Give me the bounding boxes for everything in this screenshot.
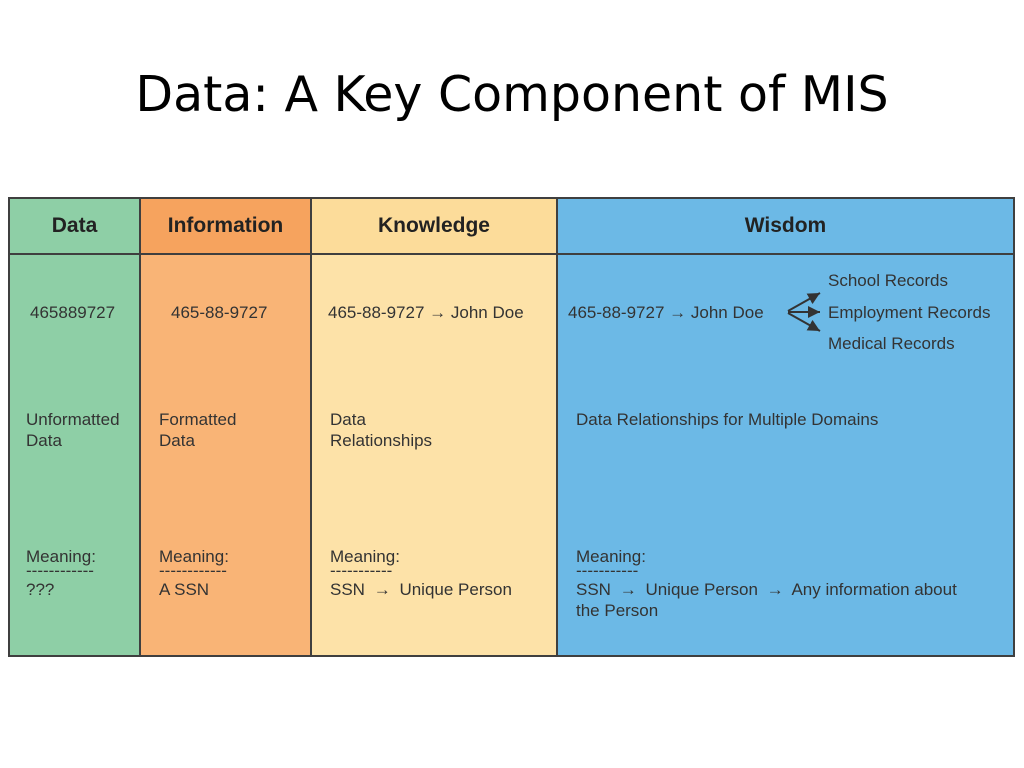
information-body: 465-88-9727 Formatted Data Meaning: ----… (141, 255, 310, 655)
data-header: Data (10, 199, 139, 255)
information-meaning: Meaning: ------------ A SSN (159, 546, 229, 600)
wisdom-example: 465-88-9727 → John Doe (568, 302, 764, 323)
knowledge-body: 465-88-9727 → John Doe Data Relationship… (312, 255, 556, 655)
branch-arrows-icon (787, 292, 821, 332)
knowledge-column: Knowledge 465-88-9727 → John Doe Data Re… (312, 199, 558, 655)
knowledge-meaning: Meaning: ----------- SSN → Unique Person (330, 546, 512, 600)
wisdom-example-ssn: 465-88-9727 (568, 303, 665, 322)
wisdom-description: Data Relationships for Multiple Domains (576, 410, 879, 429)
right-arrow-icon: → (619, 580, 637, 599)
information-meaning-rule: ------------ (159, 567, 227, 579)
data-description-line1: Unformatted (26, 410, 120, 429)
wisdom-branch-school: School Records (828, 271, 949, 290)
knowledge-example: 465-88-9727 → John Doe (328, 302, 524, 323)
wisdom-header: Wisdom (558, 199, 1013, 255)
information-meaning-value: A SSN (159, 580, 210, 599)
right-arrow-icon: → (429, 303, 447, 322)
dikw-table: Data 465889727 Unformatted Data Meaning:… (8, 197, 1015, 657)
wisdom-meaning-line2: the Person (576, 601, 659, 620)
data-example: 465889727 (30, 303, 116, 322)
wisdom-meaning-any-info: Any information about (791, 580, 957, 599)
data-meaning-rule: ------------ (26, 567, 94, 579)
knowledge-example-ssn: 465-88-9727 (328, 303, 425, 322)
knowledge-meaning-ssn: SSN (330, 580, 365, 599)
knowledge-meaning-person: Unique Person (399, 580, 512, 599)
wisdom-branch-medical: Medical Records (828, 334, 955, 353)
wisdom-meaning: Meaning: ----------- SSN → Unique Person… (576, 546, 957, 621)
wisdom-meaning-rule: ----------- (576, 567, 639, 579)
wisdom-meaning-label: Meaning: (576, 547, 646, 566)
knowledge-description-line2: Relationships (330, 431, 433, 450)
data-column: Data 465889727 Unformatted Data Meaning:… (10, 199, 141, 655)
knowledge-description-line1: Data (330, 410, 366, 429)
information-header: Information (141, 199, 310, 255)
wisdom-column: Wisdom 465-88-9727 → John Doe School Rec… (558, 199, 1013, 655)
wisdom-meaning-line1: SSN → Unique Person → Any information ab… (576, 579, 957, 600)
right-arrow-icon: → (766, 580, 784, 599)
data-description-line2: Data (26, 431, 62, 450)
data-description: Unformatted Data (26, 409, 120, 451)
knowledge-example-name: John Doe (450, 303, 524, 322)
data-meaning: Meaning: ------------ ??? (26, 546, 96, 600)
data-body: 465889727 Unformatted Data Meaning: ----… (10, 255, 139, 655)
wisdom-example-name: John Doe (690, 303, 764, 322)
information-description-line1: Formatted (159, 410, 237, 429)
wisdom-body: 465-88-9727 → John Doe School Records Em… (558, 255, 1013, 655)
information-description-line2: Data (159, 431, 195, 450)
wisdom-branch-employment: Employment Records (828, 303, 991, 322)
right-arrow-icon: → (373, 580, 391, 599)
information-example: 465-88-9727 (171, 303, 268, 322)
data-meaning-label: Meaning: (26, 547, 96, 566)
knowledge-description: Data Relationships (330, 409, 432, 451)
wisdom-meaning-person: Unique Person (645, 580, 758, 599)
knowledge-meaning-label: Meaning: (330, 547, 400, 566)
slide-title: Data: A Key Component of MIS (135, 66, 889, 123)
data-meaning-value: ??? (26, 580, 55, 599)
right-arrow-icon: → (669, 303, 687, 322)
information-column: Information 465-88-9727 Formatted Data M… (141, 199, 312, 655)
knowledge-header: Knowledge (312, 199, 556, 255)
information-meaning-label: Meaning: (159, 547, 229, 566)
wisdom-meaning-ssn: SSN (576, 580, 611, 599)
information-description: Formatted Data (159, 409, 236, 451)
knowledge-meaning-value: SSN → Unique Person (330, 579, 512, 600)
knowledge-meaning-rule: ----------- (330, 567, 393, 579)
